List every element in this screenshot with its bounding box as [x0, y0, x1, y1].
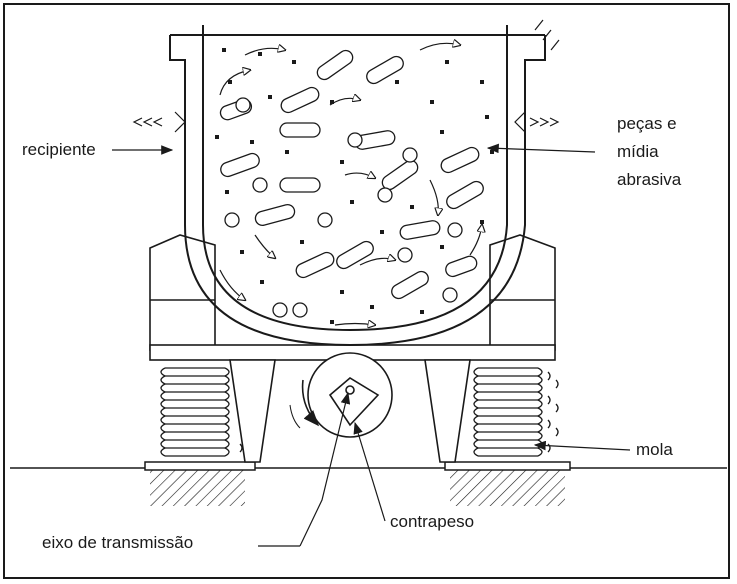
container-walls: [170, 25, 545, 345]
label-pecas-line1: peças e: [617, 113, 677, 134]
label-mola: mola: [636, 439, 673, 460]
label-eixo: eixo de transmissão: [42, 532, 193, 553]
label-recipiente: recipiente: [22, 139, 96, 160]
right-foundation: [445, 462, 570, 506]
left-foundation: [145, 462, 255, 506]
counterweight-assembly: [290, 353, 392, 437]
label-contrapeso: contrapeso: [390, 511, 474, 532]
vibration-marks: [134, 20, 559, 132]
label-pecas-line3: abrasiva: [617, 169, 681, 190]
right-spring: [474, 368, 558, 456]
parts-and-media: [219, 48, 486, 317]
label-pecas-line2: mídia: [617, 141, 659, 162]
